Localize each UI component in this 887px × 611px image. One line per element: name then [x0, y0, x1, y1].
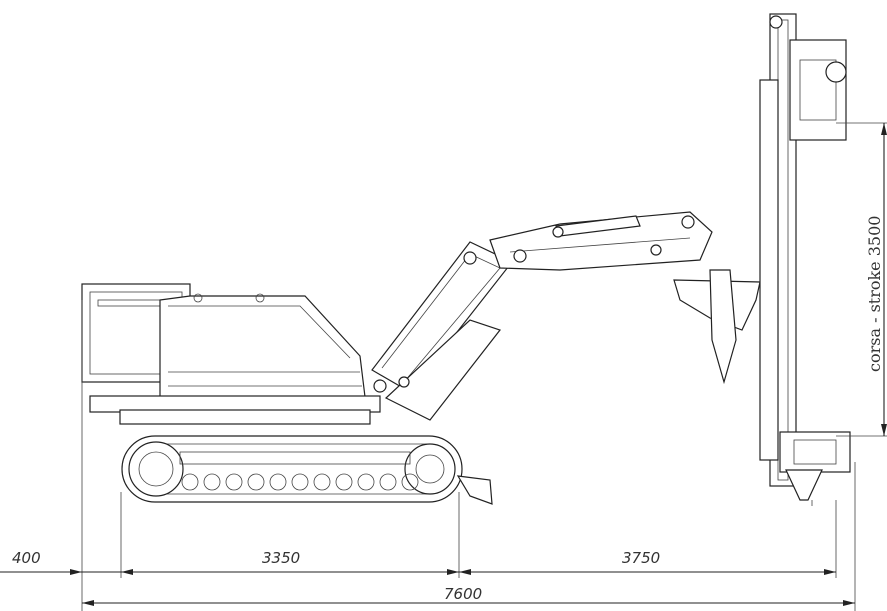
- track-roller: [291, 473, 309, 491]
- track-roller: [335, 473, 353, 491]
- dim-total-length: 7600: [444, 585, 482, 603]
- drill-mast: [759, 13, 851, 506]
- dim-rear-overhang: 400: [12, 549, 41, 567]
- dim-track-length: 3350: [262, 549, 300, 567]
- dimension-lines: [0, 122, 887, 611]
- track-undercarriage: [121, 435, 493, 505]
- track-roller: [203, 473, 221, 491]
- dim-boom-reach: 3750: [622, 549, 660, 567]
- track-roller: [225, 473, 243, 491]
- boom-arm: [371, 211, 761, 421]
- track-roller: [181, 473, 199, 491]
- track-roller: [357, 473, 375, 491]
- dim-stroke-label: corsa - stroke 3500: [865, 216, 884, 372]
- track-roller: [269, 473, 287, 491]
- track-roller: [379, 473, 397, 491]
- track-roller: [313, 473, 331, 491]
- track-roller: [401, 473, 419, 491]
- machine-body: [81, 283, 381, 425]
- track-roller: [247, 473, 265, 491]
